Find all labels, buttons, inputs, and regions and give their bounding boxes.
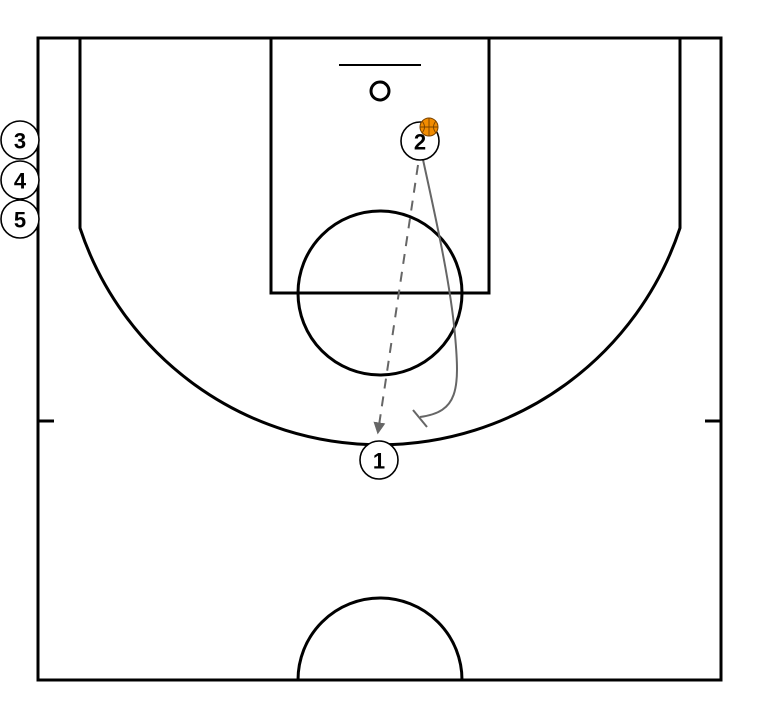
player-4: 4 bbox=[0, 160, 40, 200]
player-4-label: 4 bbox=[14, 169, 27, 194]
player-3-label: 3 bbox=[14, 129, 26, 154]
play-actions bbox=[373, 154, 458, 435]
players: 1 2 3 4 5 bbox=[0, 120, 440, 480]
player-5-label: 5 bbox=[14, 208, 26, 233]
rim bbox=[369, 80, 391, 102]
cut-line bbox=[419, 154, 458, 418]
court-boundary bbox=[36, 36, 723, 682]
basketball-icon bbox=[419, 117, 439, 137]
free-throw-lane bbox=[269, 36, 491, 295]
player-3: 3 bbox=[0, 120, 40, 160]
center-circle bbox=[296, 596, 464, 681]
player-1-label: 1 bbox=[373, 449, 385, 474]
player-1: 1 bbox=[359, 440, 399, 480]
cut-end-bar bbox=[412, 409, 428, 428]
court-lines bbox=[36, 36, 723, 682]
player-5: 5 bbox=[0, 199, 40, 239]
player-2-label: 2 bbox=[414, 130, 426, 155]
pass-line bbox=[373, 164, 419, 435]
free-throw-circle bbox=[296, 209, 464, 377]
